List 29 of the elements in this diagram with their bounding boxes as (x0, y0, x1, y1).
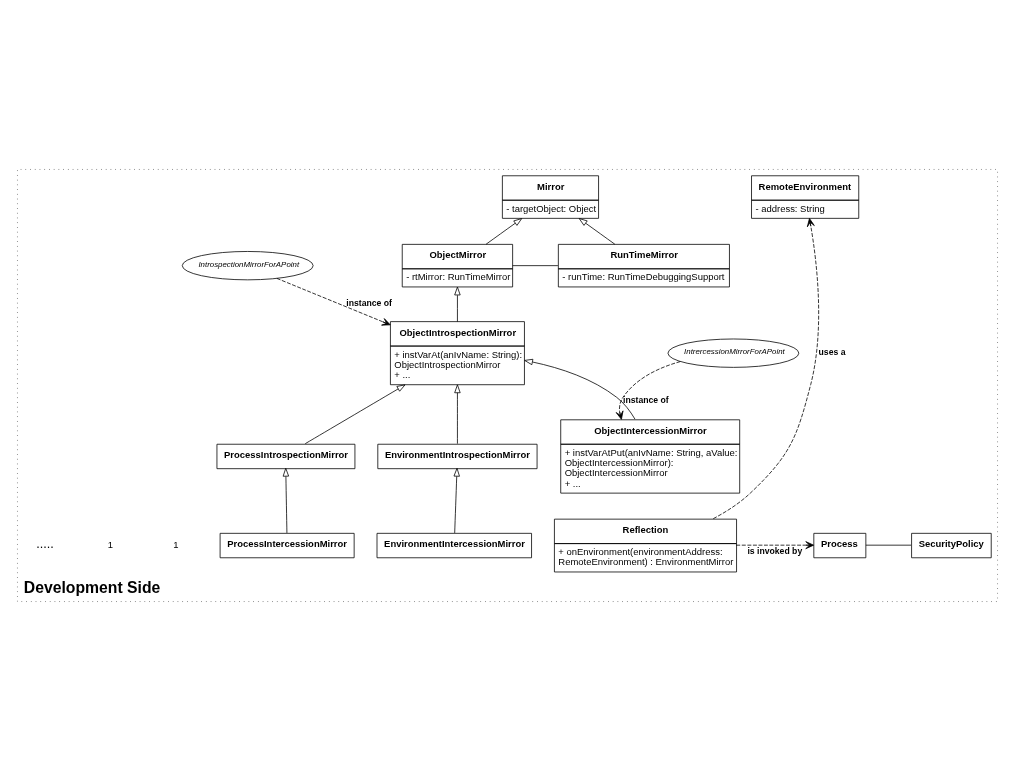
connector (512, 265, 559, 267)
arrow (524, 358, 636, 420)
edge-label: is invoked by (747, 545, 803, 556)
node-box: SecurityPolicy (911, 532, 992, 559)
connector (865, 544, 912, 546)
arrow (615, 361, 681, 420)
arrow (454, 286, 461, 322)
edge-label: instance of (346, 297, 392, 308)
arrow (454, 384, 461, 445)
node-box: EnvironmentIntrospectionMirror (377, 443, 538, 470)
node-box: EnvironmentIntercessionMirror (376, 532, 532, 559)
node-ellipse: IntrospectionMirrorForAPoint (181, 251, 314, 281)
arrow (453, 467, 460, 534)
edge-label: instance of (623, 395, 669, 406)
node-box: ProcessIntercessionMirror (219, 532, 355, 559)
arrow (578, 218, 616, 245)
arrow (282, 467, 290, 534)
label: 1 (173, 538, 179, 550)
node-box: Process (813, 532, 867, 559)
label: 1 (107, 538, 114, 550)
arrow (304, 384, 406, 445)
arrow (712, 218, 820, 520)
arrow (485, 218, 523, 245)
label: ..... (36, 537, 54, 552)
edge-label: uses a (818, 346, 846, 357)
arrow (276, 278, 391, 326)
arrow (735, 541, 815, 550)
node-ellipse: IntrercessionMirrorForAPoint (667, 338, 800, 368)
node-box: ProcessIntrospectionMirror (216, 443, 356, 470)
